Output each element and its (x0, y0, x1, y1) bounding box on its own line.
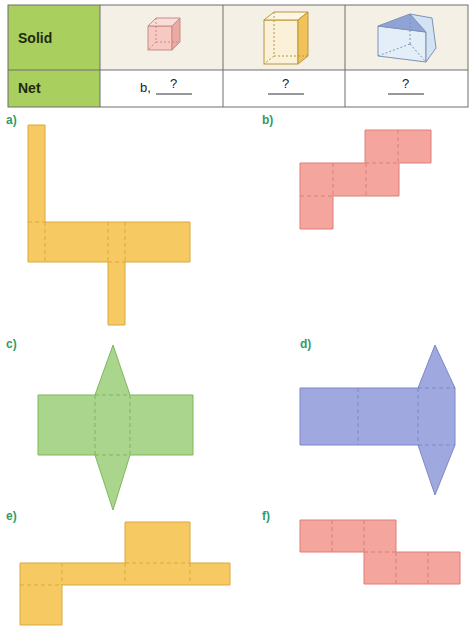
header-cell (8, 5, 100, 107)
answer-blank-mark: ? (282, 76, 289, 92)
row-header: Solid (18, 30, 52, 46)
part-label: e) (6, 508, 17, 524)
answer-blank (268, 94, 304, 95)
answer-blank (388, 94, 424, 95)
answer-text: b, (140, 80, 151, 96)
table-cell (100, 70, 468, 107)
table (8, 5, 468, 107)
net-e (20, 522, 230, 625)
answer-blank-mark: ? (402, 76, 409, 92)
cube-solid (148, 18, 180, 50)
part-label: b) (262, 112, 273, 128)
part-label: c) (6, 336, 17, 352)
net-d (300, 345, 455, 495)
rectangular-prism-solid (264, 12, 308, 64)
net-b (300, 130, 431, 229)
row-header: Net (18, 80, 41, 96)
net-c (38, 345, 193, 510)
net-f (300, 520, 460, 584)
part-label: f) (262, 508, 270, 524)
part-label: d) (300, 336, 311, 352)
net-a (28, 125, 190, 325)
table-cell (100, 5, 468, 70)
answer-blank (156, 94, 192, 95)
triangular-prism-solid (378, 14, 436, 62)
answer-blank-mark: ? (170, 76, 177, 92)
part-label: a) (6, 112, 17, 128)
